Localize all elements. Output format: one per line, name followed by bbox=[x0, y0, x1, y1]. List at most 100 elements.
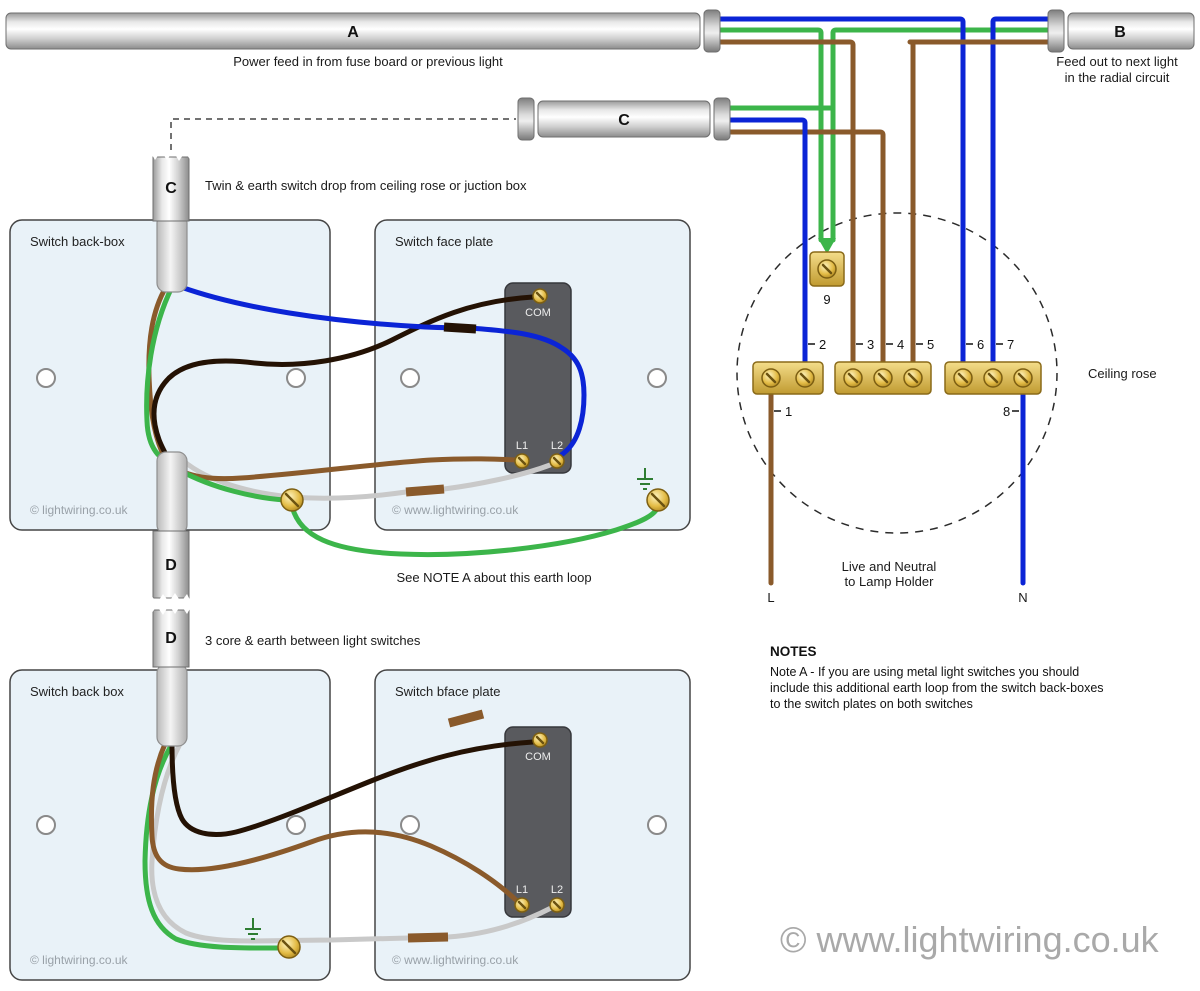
cable-d-upper-label: D bbox=[165, 557, 177, 574]
watermark: © www.lightwiring.co.uk bbox=[392, 953, 519, 967]
rose-terminal-block-neutral bbox=[944, 361, 1042, 395]
screw-slot bbox=[281, 939, 297, 955]
live-label: L bbox=[767, 590, 774, 605]
cable-a-caption: Power feed in from fuse board or previou… bbox=[233, 54, 503, 69]
switch1-l2-label: L2 bbox=[551, 440, 563, 452]
screw-hole bbox=[36, 368, 56, 388]
rose-earth-terminal bbox=[809, 251, 845, 287]
rose-wires bbox=[713, 16, 1059, 586]
cable-d-caption: 3 core & earth between light switches bbox=[205, 633, 421, 648]
cable-b-tube bbox=[1067, 12, 1195, 50]
cable-sheath-c bbox=[156, 213, 188, 293]
screw-slot bbox=[987, 372, 999, 384]
screw-slot bbox=[847, 372, 859, 384]
switch1-faceplate-title: Switch face plate bbox=[395, 234, 493, 249]
switch1-terminals bbox=[514, 288, 565, 469]
screw-hole bbox=[36, 815, 56, 835]
wire-feed-a-earth bbox=[713, 27, 824, 243]
terminal-1-label: 1 bbox=[785, 404, 792, 419]
screw-slot bbox=[907, 372, 919, 384]
terminal-2-label: 2 bbox=[819, 337, 826, 352]
cable-c-continuation-dashes bbox=[170, 118, 516, 150]
switch2-faceplate-title: Switch bface plate bbox=[395, 684, 501, 699]
screw-slot bbox=[552, 456, 562, 466]
switch1-l1-label: L1 bbox=[516, 440, 528, 452]
switch2-terminals bbox=[514, 732, 565, 913]
splice-marker-dark bbox=[443, 322, 477, 334]
screw-slot bbox=[821, 263, 833, 275]
switch2-l2-label: L2 bbox=[551, 884, 563, 896]
wire-feed-a-live bbox=[713, 39, 856, 369]
cable-d-conduit bbox=[151, 530, 191, 668]
wire-switched-blue-top bbox=[178, 284, 587, 462]
wire-strapper-black-bottom bbox=[169, 739, 536, 837]
terminal-6-label: 6 bbox=[977, 337, 984, 352]
screw-slot bbox=[799, 372, 811, 384]
notes-block: NOTES Note A - If you are using metal li… bbox=[770, 644, 1104, 711]
cable-sheath-d-upper bbox=[156, 451, 188, 535]
screw-hole bbox=[400, 815, 420, 835]
splice-marker-brown bbox=[407, 932, 449, 943]
earth-symbol-bottom bbox=[245, 918, 261, 940]
earth-arrowhead bbox=[818, 238, 836, 254]
terminal-4-label: 4 bbox=[897, 337, 904, 352]
switch2-com-label: COM bbox=[525, 751, 551, 763]
lamp-caption-line1: Live and Neutral bbox=[842, 559, 937, 574]
cable-b-caption-line2: in the radial circuit bbox=[1065, 70, 1170, 85]
rose-terminal-block-loop bbox=[834, 361, 932, 395]
earth-symbol-top bbox=[637, 468, 653, 490]
cable-d-upper-tube bbox=[152, 530, 190, 599]
wire-feed-b-live bbox=[907, 39, 1059, 369]
watermark: © www.lightwiring.co.uk bbox=[392, 503, 519, 517]
screw-slot bbox=[535, 291, 545, 301]
splice-marker-brown bbox=[447, 709, 485, 728]
screw-slot bbox=[517, 456, 527, 466]
screw-slot bbox=[535, 735, 545, 745]
cable-c-label: C bbox=[618, 112, 630, 129]
lamp-caption-line2: to Lamp Holder bbox=[845, 574, 935, 589]
wire-drop-c-switched bbox=[719, 117, 808, 369]
wire-drop-c-earth bbox=[719, 105, 836, 243]
notes-line1: Note A - If you are using metal light sw… bbox=[770, 665, 1079, 679]
cable-b-conduit bbox=[1047, 9, 1195, 53]
wire-strapper-black-top bbox=[151, 294, 536, 458]
switch2-wires bbox=[142, 709, 554, 951]
cable-b-endcap bbox=[1047, 9, 1065, 53]
switch2-backbox-title: Switch back box bbox=[30, 684, 124, 699]
switch1-backbox-title: Switch back-box bbox=[30, 234, 125, 249]
wire-feed-b-neutral bbox=[990, 16, 1059, 369]
switch1-faceplate bbox=[374, 219, 691, 531]
ceiling-rose-label: Ceiling rose bbox=[1088, 366, 1157, 381]
wire-strapper-gray-bottom bbox=[149, 741, 554, 944]
tube-break bbox=[151, 145, 191, 161]
cable-c-conduit bbox=[517, 97, 731, 141]
wire-strapper-brown-bottom bbox=[148, 741, 520, 904]
terminal-7-label: 7 bbox=[1007, 337, 1014, 352]
terminal-3-label: 3 bbox=[867, 337, 874, 352]
screw-slot bbox=[877, 372, 889, 384]
cable-c-endcap-right bbox=[713, 97, 731, 141]
notes-title: NOTES bbox=[770, 644, 817, 659]
screw-slot bbox=[957, 372, 969, 384]
cable-c-drop-tube bbox=[152, 156, 190, 222]
cable-a-conduit bbox=[5, 9, 721, 53]
cable-c-drop-caption: Twin & earth switch drop from ceiling ro… bbox=[205, 178, 527, 193]
cable-c-endcap-left bbox=[517, 97, 535, 141]
notes-line2: include this additional earth loop from … bbox=[770, 681, 1104, 695]
cable-a-tube bbox=[5, 12, 701, 50]
cable-b-caption-line1: Feed out to next light bbox=[1056, 54, 1178, 69]
wire-strapper-gray-top bbox=[176, 454, 553, 501]
cable-b-label: B bbox=[1114, 24, 1126, 41]
screw-slot bbox=[1017, 372, 1029, 384]
notes-line3: to the switch plates on both switches bbox=[770, 697, 973, 711]
wire-earth-top bbox=[144, 284, 288, 503]
screw-slot bbox=[552, 900, 562, 910]
splice-marker-brown bbox=[405, 484, 445, 497]
screw-slot bbox=[765, 372, 777, 384]
switch1-com-label: COM bbox=[525, 307, 551, 319]
screw-slot bbox=[650, 492, 666, 508]
site-watermark: © www.lightwiring.co.uk bbox=[780, 919, 1160, 960]
switch1-wires bbox=[144, 284, 661, 558]
screw-slot bbox=[284, 492, 300, 508]
